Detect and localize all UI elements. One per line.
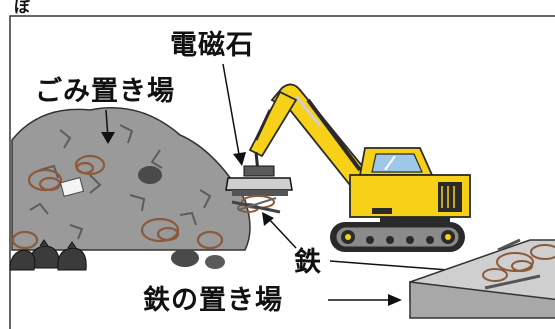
- scrap-iron-icon: [11, 154, 224, 250]
- iron-area-label: 鉄の置き場: [143, 284, 283, 316]
- garbage-pile-icon: [9, 107, 251, 271]
- electromagnet-arrow: [222, 63, 246, 166]
- iron-area-arrow: [328, 294, 402, 306]
- electromagnet-icon: [225, 151, 293, 214]
- excavator-icon: [248, 83, 471, 252]
- garbage-arrow: [101, 109, 115, 144]
- garbage-area-label: ごみ置き場: [35, 75, 175, 107]
- partial-label: ぼ: [14, 0, 31, 16]
- electromagnet-label: 電磁石: [170, 30, 254, 61]
- iron-bin-icon: [409, 238, 555, 319]
- scrap-iron-icon: [482, 244, 555, 282]
- frame-border: [9, 15, 555, 329]
- trash-bag-icon: [9, 239, 87, 271]
- iron-label: 鉄: [294, 246, 321, 278]
